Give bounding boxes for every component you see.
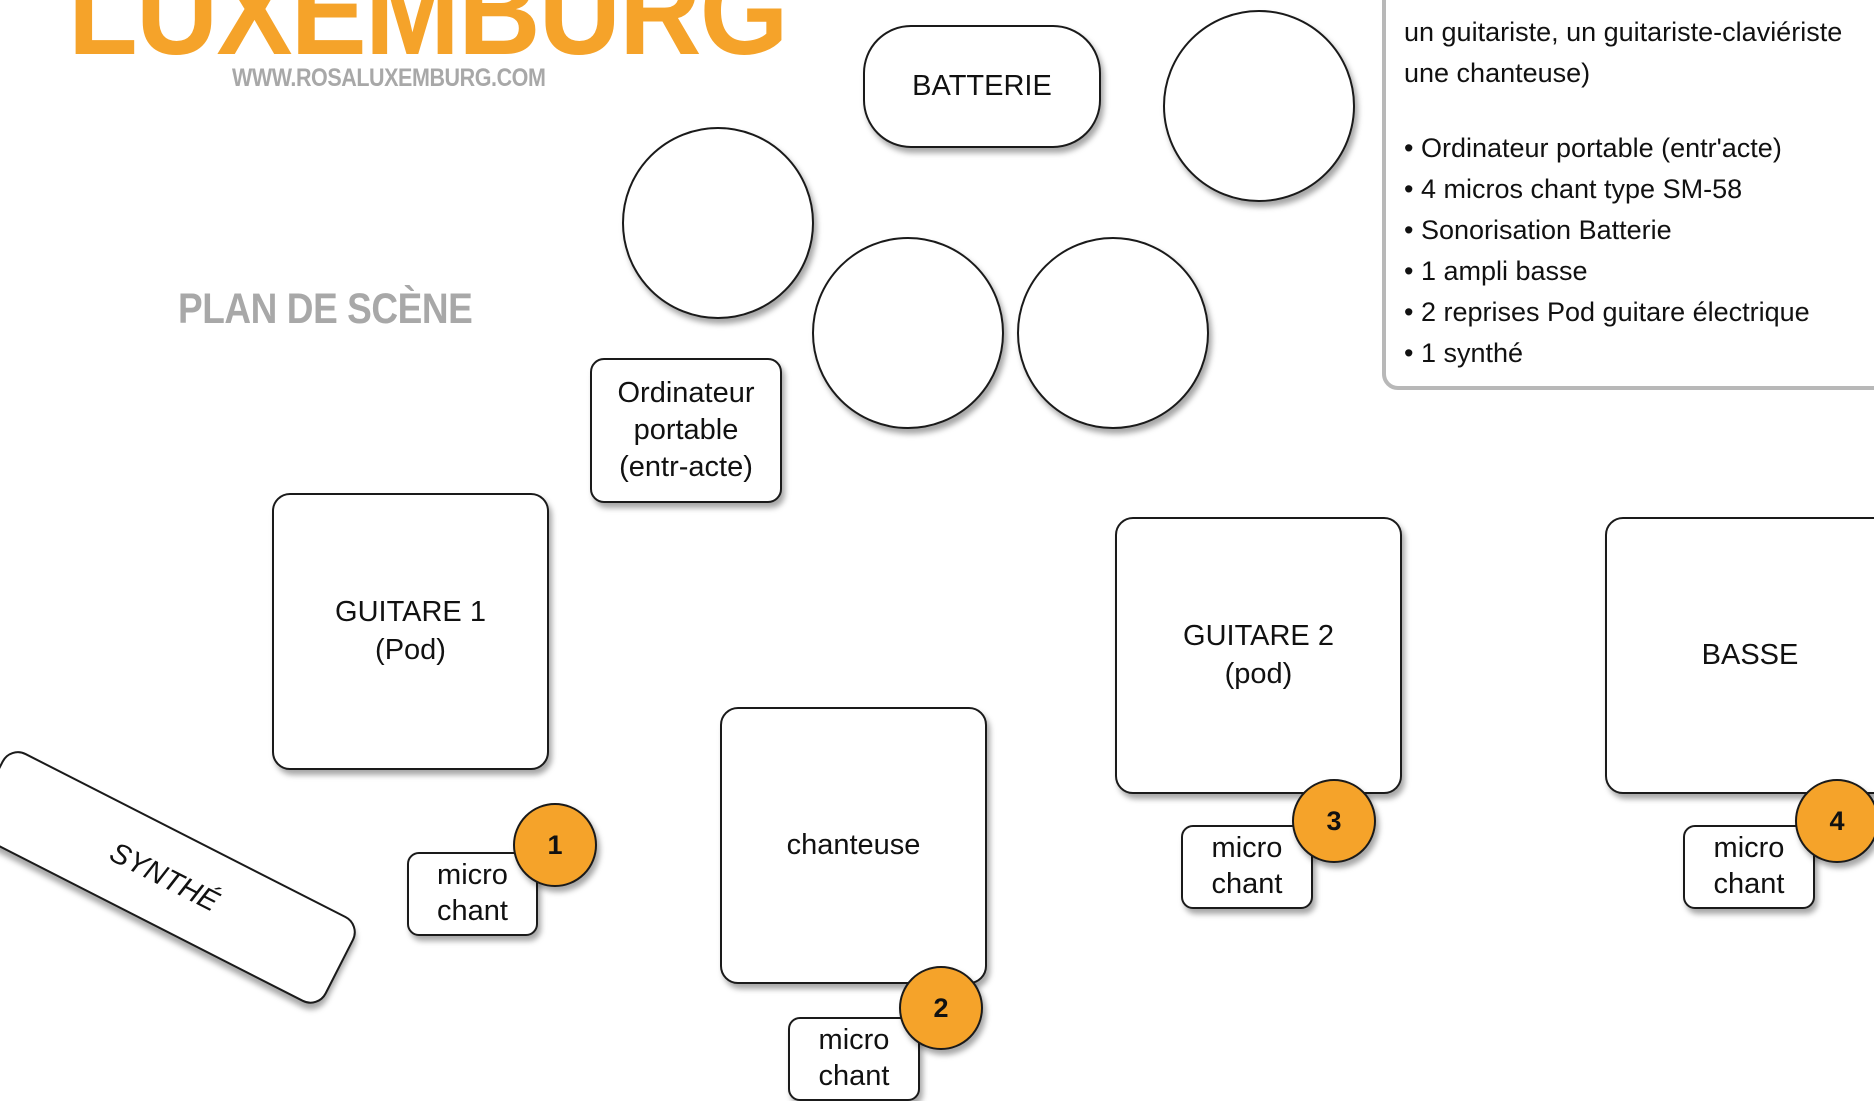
micro-label: micro chant [818, 1024, 890, 1092]
guitar-1-label: GUITARE 1 (Pod) [335, 596, 486, 666]
bass-box: BASSE [1605, 517, 1874, 794]
info-intro-line-2: une chanteuse) [1404, 58, 1591, 88]
laptop-box: Ordinateur portable (entr-acte) [590, 358, 782, 503]
equipment-item: 4 micros chant type SM-58 [1404, 169, 1874, 210]
drum-circle-right [1017, 237, 1209, 429]
website-url: WWW.ROSALUXEMBURG.COM [232, 64, 546, 92]
mic-number-badge-2: 2 [899, 966, 983, 1050]
drums-box: BATTERIE [863, 25, 1101, 148]
micro-chant-3: micro chant [1181, 825, 1313, 909]
equipment-item: 2 reprises Pod guitare électrique [1404, 292, 1874, 333]
synth-box: SYNTHÉ [0, 745, 362, 1010]
guitar-1-box: GUITARE 1 (Pod) [272, 493, 549, 770]
synth-label: SYNTHÉ [104, 836, 225, 918]
micro-chant-1: micro chant [407, 852, 538, 936]
mic-number-badge-3: 3 [1292, 779, 1376, 863]
micro-label: micro chant [1713, 832, 1785, 900]
micro-chant-4: micro chant [1683, 825, 1815, 909]
equipment-item: 1 synthé [1404, 333, 1874, 374]
bass-label: BASSE [1701, 638, 1799, 671]
micro-label: micro chant [1211, 832, 1283, 900]
drum-circle-middle [812, 237, 1004, 429]
equipment-item: Sonorisation Batterie [1404, 210, 1874, 251]
mic-number-badge-1: 1 [513, 803, 597, 887]
guitar-2-box: GUITARE 2 (pod) [1115, 517, 1402, 794]
equipment-item: Ordinateur portable (entr'acte) [1404, 128, 1874, 169]
mic-number-badge-4: 4 [1795, 779, 1874, 863]
singer-label: chanteuse [786, 828, 921, 861]
singer-box: chanteuse [720, 707, 987, 984]
drums-label: BATTERIE [912, 69, 1052, 102]
guitar-2-label: GUITARE 2 (pod) [1183, 620, 1334, 690]
micro-label: micro chant [437, 859, 508, 927]
equipment-item: 1 ampli basse [1404, 251, 1874, 292]
band-logo: LUXEMBURG [68, 0, 788, 81]
drum-circle-top-right [1163, 10, 1355, 202]
equipment-list: Ordinateur portable (entr'acte) 4 micros… [1404, 128, 1874, 374]
page-title: PLAN DE SCÈNE [178, 285, 473, 333]
equipment-info-box: un guitariste, un guitariste-claviériste… [1382, 0, 1874, 390]
laptop-label: Ordinateur portable (entr-acte) [617, 376, 755, 484]
drum-circle-left [622, 127, 814, 319]
info-intro-line-1: un guitariste, un guitariste-claviériste [1404, 17, 1843, 47]
micro-chant-2: micro chant [788, 1017, 920, 1101]
